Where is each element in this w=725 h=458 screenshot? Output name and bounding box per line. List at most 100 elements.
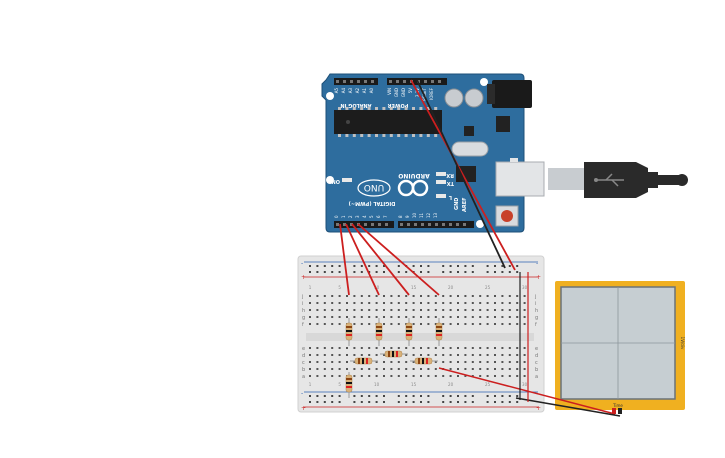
rail-hole[interactable] xyxy=(412,265,415,267)
rail-hole[interactable] xyxy=(508,395,511,397)
breadboard-hole[interactable] xyxy=(449,354,452,356)
breadboard-hole[interactable] xyxy=(360,309,363,311)
breadboard-hole[interactable] xyxy=(523,295,526,297)
breadboard-hole[interactable] xyxy=(368,309,371,311)
rail-hole[interactable] xyxy=(501,401,504,403)
breadboard-hole[interactable] xyxy=(516,361,519,363)
header-pin[interactable] xyxy=(424,80,427,83)
breadboard-hole[interactable] xyxy=(338,375,341,377)
breadboard-hole[interactable] xyxy=(383,361,385,363)
digital-pin[interactable] xyxy=(336,223,339,226)
breadboard-hole[interactable] xyxy=(479,302,482,304)
header-pin[interactable] xyxy=(357,80,360,83)
breadboard-hole[interactable] xyxy=(338,361,341,363)
breadboard-hole[interactable] xyxy=(523,323,526,325)
breadboard-hole[interactable] xyxy=(360,354,363,356)
breadboard-hole[interactable] xyxy=(442,302,445,304)
breadboard-hole[interactable] xyxy=(516,295,519,297)
breadboard-hole[interactable] xyxy=(323,323,326,325)
breadboard-hole[interactable] xyxy=(442,309,445,311)
breadboard-hole[interactable] xyxy=(412,316,415,318)
digital-pin[interactable] xyxy=(407,223,410,226)
resistor-7[interactable] xyxy=(380,350,408,358)
breadboard-hole[interactable] xyxy=(508,347,511,349)
rail-hole[interactable] xyxy=(331,265,334,267)
breadboard-hole[interactable] xyxy=(390,323,393,325)
breadboard-hole[interactable] xyxy=(486,302,489,304)
header-pin[interactable] xyxy=(364,80,367,83)
breadboard-hole[interactable] xyxy=(449,309,452,311)
rail-hole[interactable] xyxy=(405,401,408,403)
breadboard-hole[interactable] xyxy=(316,295,319,297)
breadboard-hole[interactable] xyxy=(471,309,474,311)
breadboard-hole[interactable] xyxy=(486,361,489,363)
rail-hole[interactable] xyxy=(486,401,489,403)
breadboard-hole[interactable] xyxy=(471,295,474,297)
breadboard-hole[interactable] xyxy=(501,316,504,318)
breadboard-hole[interactable] xyxy=(427,354,430,356)
breadboard-hole[interactable] xyxy=(383,309,385,311)
breadboard-hole[interactable] xyxy=(464,309,467,311)
breadboard-hole[interactable] xyxy=(353,354,356,356)
breadboard-hole[interactable] xyxy=(405,316,408,318)
header-pin[interactable] xyxy=(438,80,441,83)
breadboard-hole[interactable] xyxy=(449,295,452,297)
breadboard-hole[interactable] xyxy=(316,323,319,325)
breadboard-hole[interactable] xyxy=(338,354,341,356)
rail-hole[interactable] xyxy=(494,265,496,267)
rail-hole[interactable] xyxy=(338,401,341,403)
digital-pin[interactable] xyxy=(449,223,452,226)
breadboard-hole[interactable] xyxy=(464,375,467,377)
breadboard-hole[interactable] xyxy=(434,309,437,311)
breadboard-hole[interactable] xyxy=(508,368,511,370)
breadboard-hole[interactable] xyxy=(346,309,348,311)
rail-hole[interactable] xyxy=(501,395,504,397)
breadboard-hole[interactable] xyxy=(486,309,489,311)
breadboard-hole[interactable] xyxy=(449,347,452,349)
breadboard-hole[interactable] xyxy=(353,316,356,318)
breadboard-hole[interactable] xyxy=(338,309,341,311)
breadboard-hole[interactable] xyxy=(368,347,371,349)
breadboard-hole[interactable] xyxy=(390,375,393,377)
breadboard-hole[interactable] xyxy=(316,347,319,349)
wire-gnd[interactable] xyxy=(416,79,506,269)
breadboard-hole[interactable] xyxy=(323,347,326,349)
rail-hole[interactable] xyxy=(501,271,504,273)
breadboard-hole[interactable] xyxy=(486,323,489,325)
rail-hole[interactable] xyxy=(412,395,415,397)
breadboard-hole[interactable] xyxy=(397,302,400,304)
breadboard-hole[interactable] xyxy=(479,368,482,370)
breadboard-hole[interactable] xyxy=(420,316,422,318)
breadboard-hole[interactable] xyxy=(479,309,482,311)
breadboard-hole[interactable] xyxy=(508,309,511,311)
rail-hole[interactable] xyxy=(457,395,459,397)
rail-hole[interactable] xyxy=(449,395,452,397)
digital-pin[interactable] xyxy=(442,223,445,226)
breadboard-hole[interactable] xyxy=(323,375,326,377)
usb-cable[interactable] xyxy=(548,162,688,198)
breadboard-hole[interactable] xyxy=(360,375,363,377)
breadboard-hole[interactable] xyxy=(309,347,311,349)
breadboard-hole[interactable] xyxy=(353,361,356,363)
breadboard-hole[interactable] xyxy=(338,316,341,318)
rail-hole[interactable] xyxy=(486,395,489,397)
resistor-4[interactable] xyxy=(435,318,443,346)
breadboard-hole[interactable] xyxy=(383,323,385,325)
breadboard-hole[interactable] xyxy=(316,309,319,311)
breadboard-hole[interactable] xyxy=(501,347,504,349)
breadboard-hole[interactable] xyxy=(442,361,445,363)
breadboard-hole[interactable] xyxy=(471,361,474,363)
breadboard-hole[interactable] xyxy=(464,295,467,297)
breadboard-hole[interactable] xyxy=(486,316,489,318)
breadboard-hole[interactable] xyxy=(353,302,356,304)
breadboard-hole[interactable] xyxy=(346,316,348,318)
breadboard-hole[interactable] xyxy=(420,347,422,349)
breadboard-hole[interactable] xyxy=(442,375,445,377)
rail-hole[interactable] xyxy=(383,395,385,397)
breadboard-hole[interactable] xyxy=(442,347,445,349)
header-pin[interactable] xyxy=(336,80,339,83)
digital-pin[interactable] xyxy=(364,223,367,226)
breadboard-hole[interactable] xyxy=(383,302,385,304)
rail-hole[interactable] xyxy=(464,401,467,403)
digital-pin[interactable] xyxy=(463,223,466,226)
